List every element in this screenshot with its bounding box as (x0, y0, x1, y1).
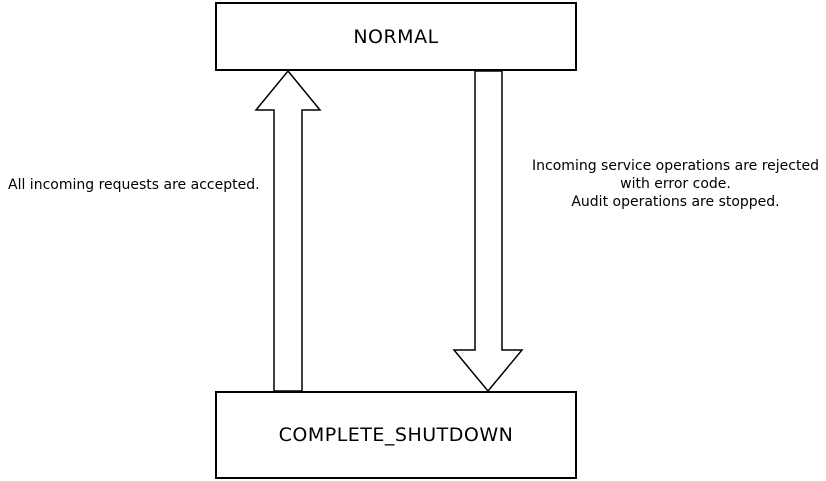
transition-label-down: Incoming service operations are rejected… (525, 157, 826, 211)
state-normal: NORMAL (215, 2, 577, 71)
state-complete-shutdown: COMPLETE_SHUTDOWN (215, 391, 577, 479)
state-normal-label: NORMAL (353, 25, 439, 48)
state-complete-shutdown-label: COMPLETE_SHUTDOWN (278, 424, 514, 446)
up-arrow (254, 69, 322, 392)
down-arrow (452, 70, 524, 393)
transition-label-down-line-2: with error code. (620, 176, 731, 192)
transition-label-down-line-3: Audit operations are stopped. (571, 194, 780, 210)
transition-label-up: All incoming requests are accepted. (8, 177, 260, 193)
transition-label-down-line-1: Incoming service operations are rejected (532, 158, 819, 174)
